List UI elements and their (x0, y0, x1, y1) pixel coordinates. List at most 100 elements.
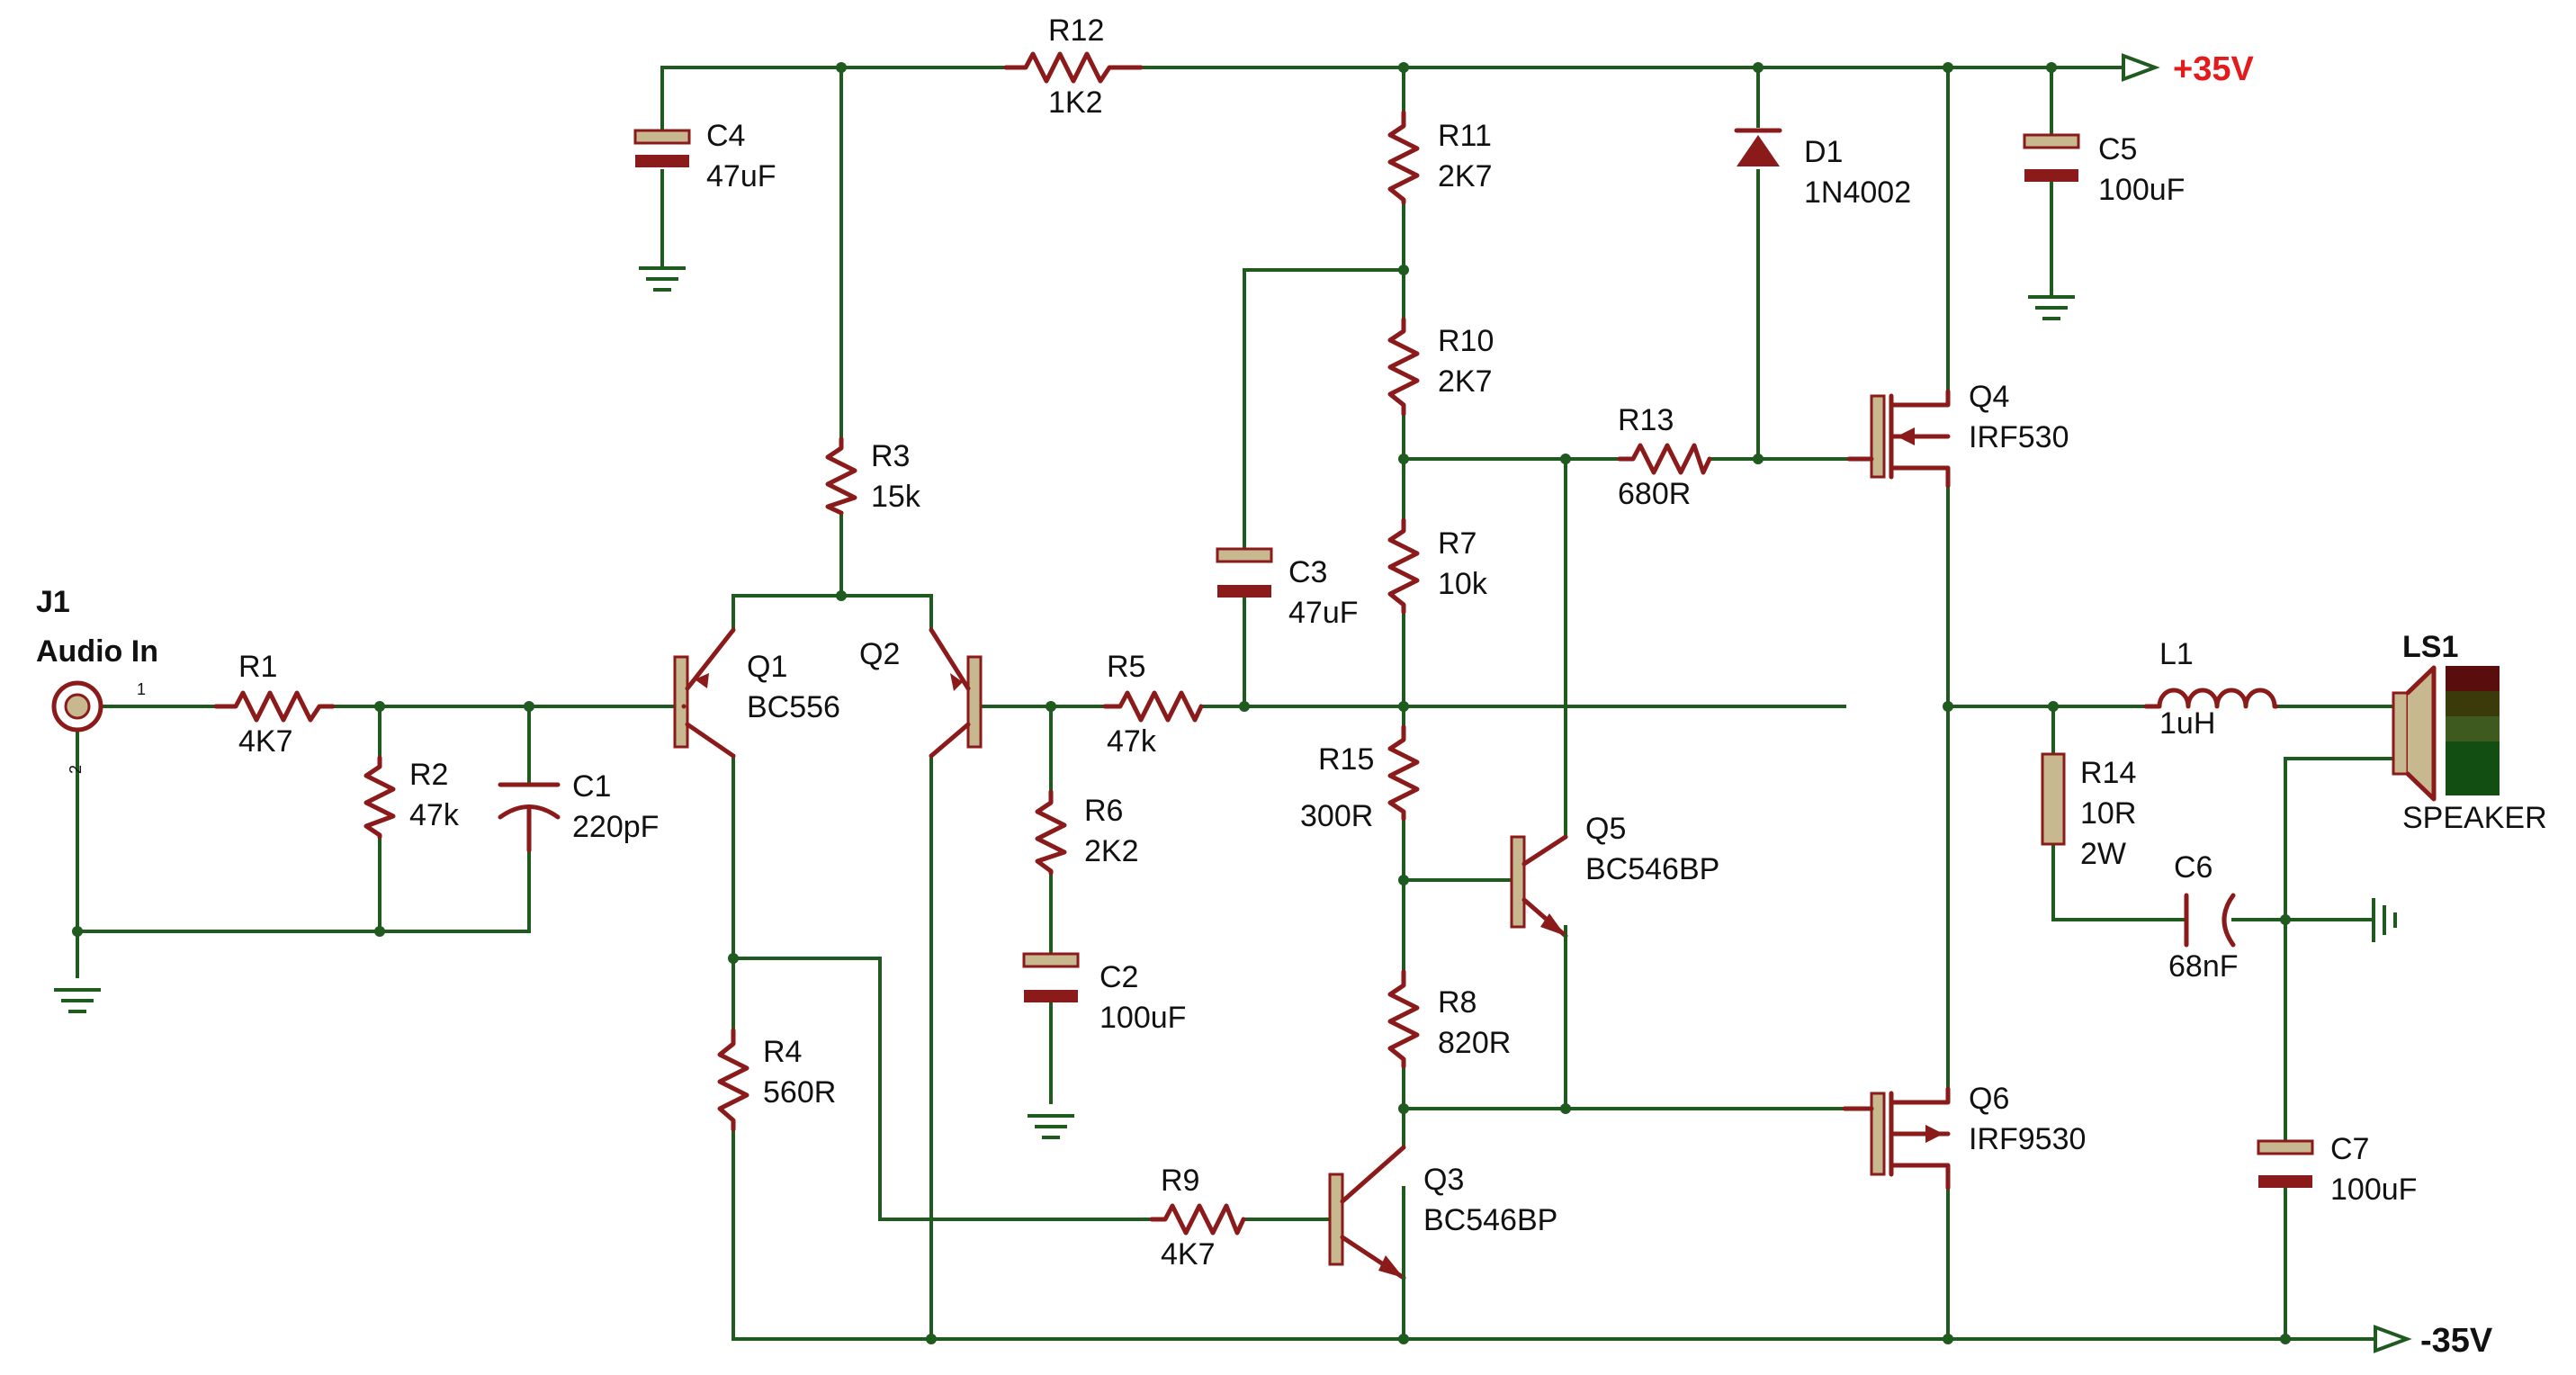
c7-value: 100uF (2330, 1173, 2417, 1207)
q4-ref: Q4 (1969, 380, 2009, 414)
diode-d1: D1 1N4002 (1734, 128, 1911, 210)
wires (76, 66, 2395, 1341)
r1-ref: R1 (238, 650, 277, 684)
c4-ref: C4 (706, 119, 745, 153)
speaker-ls1: LS1 SPEAKER (2392, 630, 2547, 835)
resistor-r3: R3 15k (825, 436, 921, 516)
r8-ref: R8 (1438, 985, 1476, 1020)
capacitor-c7: C7 100uF (2257, 1132, 2417, 1207)
c2-value: 100uF (1100, 1001, 1186, 1035)
resistor-r2: R2 47k (364, 755, 460, 840)
capacitor-c2: C2 100uF (1022, 952, 1186, 1035)
resistor-r6: R6 2K2 (1035, 789, 1139, 876)
q1-ref: Q1 (747, 650, 787, 684)
r11-ref: R11 (1438, 119, 1492, 153)
r4-ref: R4 (763, 1035, 802, 1069)
q4-value: IRF530 (1969, 420, 2069, 454)
r14-value: 10R (2080, 796, 2136, 831)
ls1-ref: LS1 (2402, 630, 2458, 664)
r5-ref: R5 (1107, 650, 1145, 684)
r9-ref: R9 (1161, 1164, 1199, 1198)
q6-ref: Q6 (1969, 1082, 2009, 1116)
r15-ref: R15 (1318, 742, 1374, 777)
resistor-r7: R7 10k (1387, 517, 1488, 615)
r7-ref: R7 (1438, 526, 1476, 561)
r13-ref: R13 (1618, 403, 1674, 437)
j1-pin2: 2 (67, 765, 85, 774)
q5-value: BC546BP (1585, 852, 1719, 886)
r10-ref: R10 (1438, 324, 1494, 358)
q3-value: BC546BP (1423, 1203, 1557, 1237)
mosfet-q4: Q4 IRF530 (1846, 380, 2069, 489)
mosfet-q6: Q6 IRF9530 (1842, 1082, 2086, 1191)
l1-value: 1uH (2159, 706, 2215, 741)
r7-value: 10k (1438, 567, 1488, 601)
capacitor-c3: C3 47uF (1216, 547, 1359, 630)
c7-ref: C7 (2330, 1132, 2369, 1166)
resistor-r10: R10 2K7 (1387, 317, 1494, 417)
r12-ref: R12 (1048, 13, 1104, 48)
c2-ref: C2 (1100, 960, 1138, 994)
c4-value: 47uF (706, 159, 776, 193)
resistor-r8: R8 820R (1387, 969, 1511, 1069)
r11-value: 2K7 (1438, 159, 1493, 193)
r15-value: 300R (1300, 799, 1373, 833)
r2-value: 47k (409, 798, 460, 832)
c3-value: 47uF (1288, 596, 1359, 630)
capacitor-c1: C1 220pF (498, 769, 659, 853)
ls1-value: SPEAKER (2402, 801, 2547, 835)
c6-value: 68nF (2168, 949, 2239, 984)
r8-value: 820R (1438, 1026, 1511, 1060)
c6-ref: C6 (2174, 850, 2212, 885)
c5-value: 100uF (2098, 173, 2185, 207)
r3-value: 15k (871, 480, 921, 514)
resistor-r5: R5 47k (1102, 650, 1204, 759)
negative-supply-label: -35V (2420, 1322, 2493, 1360)
positive-supply-label: +35V (2173, 50, 2254, 88)
c1-value: 220pF (572, 810, 659, 844)
resistor-r4: R4 560R (717, 1028, 836, 1132)
q2-ref: Q2 (859, 637, 900, 671)
audio-input-jack: J1 Audio In 1 2 (36, 585, 158, 774)
d1-value: 1N4002 (1804, 175, 1911, 210)
negative-supply-port: -35V (2374, 1322, 2493, 1360)
j1-ref: J1 (36, 585, 70, 619)
resistor-r1: R1 4K7 (213, 650, 336, 759)
c3-ref: C3 (1288, 555, 1327, 589)
c1-ref: C1 (572, 769, 611, 804)
resistor-r15: R15 300R (1300, 724, 1420, 833)
j1-name: Audio In (36, 634, 158, 669)
transistor-q2: Q2 (859, 627, 983, 759)
resistor-r11: R11 2K7 (1387, 110, 1493, 205)
ground-icon (54, 266, 2397, 1139)
r6-value: 2K2 (1084, 834, 1139, 868)
r10-value: 2K7 (1438, 364, 1493, 399)
q6-value: IRF9530 (1969, 1122, 2086, 1156)
j1-pin1: 1 (137, 680, 146, 698)
r14-ref: R14 (2080, 756, 2136, 790)
r6-ref: R6 (1084, 794, 1123, 828)
r9-value: 4K7 (1161, 1237, 1216, 1272)
q1-value: BC556 (747, 690, 840, 724)
c5-ref: C5 (2098, 132, 2137, 166)
r1-value: 4K7 (238, 724, 293, 759)
inductor-l1: L1 1uH (2143, 637, 2279, 741)
transistor-q3: Q3 BC546BP (1328, 1145, 1557, 1341)
r14-power: 2W (2080, 837, 2126, 871)
r2-ref: R2 (409, 758, 448, 792)
resistor-r13: R13 680R (1617, 403, 1712, 511)
q5-ref: Q5 (1585, 812, 1626, 846)
resistor-r14: R14 10R 2W (2041, 752, 2136, 871)
r3-ref: R3 (871, 439, 910, 473)
r13-value: 680R (1618, 477, 1691, 511)
q3-ref: Q3 (1423, 1163, 1464, 1197)
transistor-q5: Q5 BC546BP (1510, 812, 1719, 1110)
capacitor-c5: C5 100uF (2023, 132, 2185, 207)
d1-ref: D1 (1804, 135, 1843, 169)
l1-ref: L1 (2159, 637, 2194, 671)
r4-value: 560R (763, 1075, 836, 1110)
positive-supply-port: +35V (2122, 50, 2254, 88)
capacitor-c4: C4 47uF (633, 119, 776, 193)
capacitor-c6: C6 68nF (2168, 850, 2239, 984)
